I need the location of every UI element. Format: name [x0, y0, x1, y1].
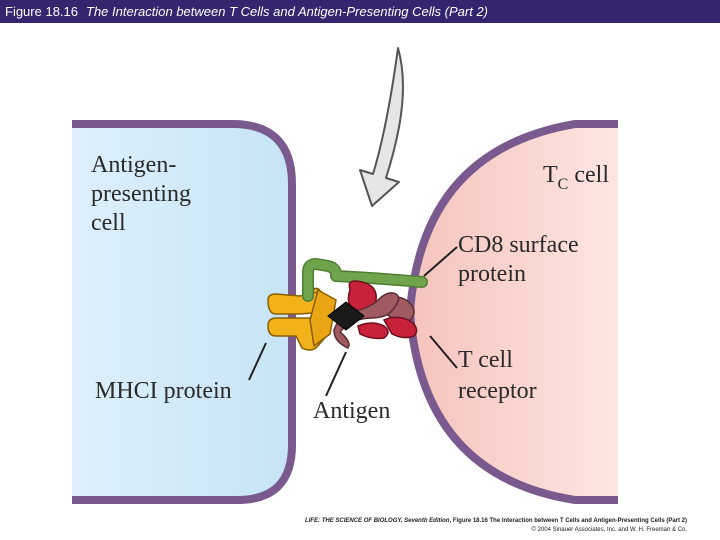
footer-figure-ref: , Figure 18.16 The Interaction between T… [449, 518, 688, 524]
footer-copyright: © 2004 Sinauer Associates, Inc. and W. H… [531, 527, 688, 533]
apc-label-line3: cell [91, 210, 126, 236]
binding-arrow-icon [359, 47, 404, 207]
antigen-label: Antigen [313, 398, 390, 424]
antigen-presenting-cell [72, 120, 296, 504]
title-bar: Figure 18.16 The Interaction between T Ce… [0, 0, 720, 23]
footer-book-title: LIFE: THE SCIENCE OF BIOLOGY, Seventh Ed… [305, 518, 450, 524]
figure-number: Figure 18.16 [5, 4, 78, 19]
mhc-label: MHCI protein [95, 378, 232, 404]
tc-subscript: C [558, 176, 569, 193]
tc-suffix: cell [568, 162, 609, 188]
antigen-peptide [327, 301, 365, 331]
cd8-protein [302, 258, 428, 302]
figure-caption: The Interaction between T Cells and Anti… [86, 4, 488, 19]
apc-label-line2: presenting [91, 181, 191, 207]
tcr-label-line1: T cell [458, 347, 513, 373]
leader-lines [248, 246, 458, 397]
tcr-label-line2: receptor [458, 378, 537, 404]
tc-cell-label: TC cell [543, 162, 609, 193]
t-cell-receptor [333, 280, 418, 349]
footer-credit: LIFE: THE SCIENCE OF BIOLOGY, Seventh Ed… [305, 518, 687, 524]
apc-label-line1: Antigen- [91, 152, 176, 178]
tc-main: T [543, 162, 558, 188]
cd8-label-line2: protein [458, 261, 526, 287]
cd8-label-line1: CD8 surface [458, 232, 579, 258]
